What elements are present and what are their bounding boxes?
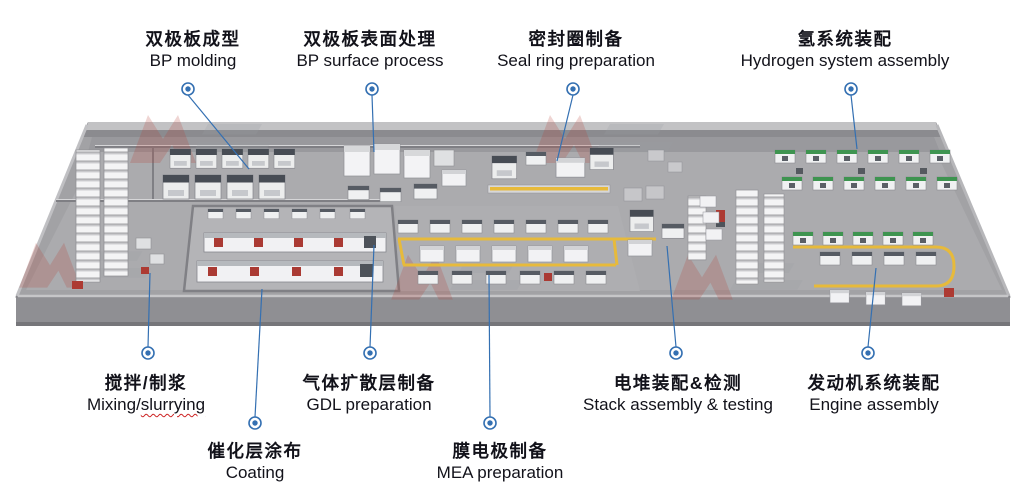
label-mea-en: MEA preparation — [436, 463, 564, 482]
label-mixing-en: Mixing/slurrying — [86, 395, 206, 414]
marker-dot-hydrogen — [844, 82, 858, 96]
label-engine-en: Engine assembly — [809, 395, 939, 414]
label-bp-molding-zh: 双极板成型 — [145, 29, 241, 49]
mea-equipment — [397, 219, 656, 285]
label-bp-molding: 双极板成型 BP molding — [146, 28, 241, 72]
label-engine: 发动机系统装配 Engine assembly — [808, 372, 941, 416]
label-mea: 膜电极制备 MEA preparation — [437, 440, 564, 484]
pallet-storage — [699, 189, 785, 285]
label-bp-surface-zh: 双极板表面处理 — [303, 29, 437, 49]
label-stack: 电堆装配&检测 Stack assembly & testing — [583, 372, 773, 416]
marker-dot-stack — [669, 346, 683, 360]
label-mixing-zh: 搅拌/制浆 — [104, 373, 188, 393]
seal-ring-equipment — [487, 147, 683, 194]
marker-dot-bp-surface — [365, 82, 379, 96]
label-stack-zh: 电堆装配&检测 — [613, 373, 743, 393]
bp-surface-equipment — [343, 143, 467, 203]
marker-dot-mixing — [141, 346, 155, 360]
label-bp-surface-en: BP surface process — [296, 51, 444, 70]
marker-dot-gdl — [363, 346, 377, 360]
marker-dot-bp-molding — [181, 82, 195, 96]
label-seal-ring-en: Seal ring preparation — [497, 51, 655, 70]
marker-dot-mea — [483, 416, 497, 430]
label-bp-surface: 双极板表面处理 BP surface process — [296, 28, 443, 72]
label-stack-en: Stack assembly & testing — [583, 395, 773, 414]
label-gdl-en: GDL preparation — [306, 395, 432, 414]
leader-lines — [147, 94, 877, 418]
marker-dot-engine — [861, 346, 875, 360]
label-hydrogen-zh: 氢系统装配 — [797, 29, 893, 49]
label-coating: 催化层涂布 Coating — [208, 440, 303, 484]
marker-dot-coating — [248, 416, 262, 430]
label-seal-ring-zh: 密封圈制备 — [528, 29, 624, 49]
label-bp-molding-en: BP molding — [149, 51, 237, 70]
mea-zone — [395, 206, 640, 291]
label-coating-zh: 催化层涂布 — [207, 441, 303, 461]
label-seal-ring: 密封圈制备 Seal ring preparation — [497, 28, 655, 72]
stack-assembly-equipment — [623, 185, 725, 261]
label-gdl-zh: 气体扩散层制备 — [302, 373, 436, 393]
label-mixing: 搅拌/制浆 Mixing/slurrying — [87, 372, 205, 416]
engine-assembly-equipment — [792, 231, 956, 307]
hydrogen-assembly-equipment — [774, 149, 958, 191]
label-hydrogen: 氢系统装配 Hydrogen system assembly — [741, 28, 950, 72]
label-hydrogen-en: Hydrogen system assembly — [740, 51, 950, 70]
mixing-slurrying-racks — [72, 147, 165, 289]
label-gdl: 气体扩散层制备 GDL preparation — [303, 372, 436, 416]
coating-equipment — [196, 208, 387, 283]
label-mea-zh: 膜电极制备 — [452, 441, 548, 461]
marker-dot-seal-ring — [566, 82, 580, 96]
label-coating-en: Coating — [225, 463, 285, 482]
label-engine-zh: 发动机系统装配 — [807, 373, 941, 393]
